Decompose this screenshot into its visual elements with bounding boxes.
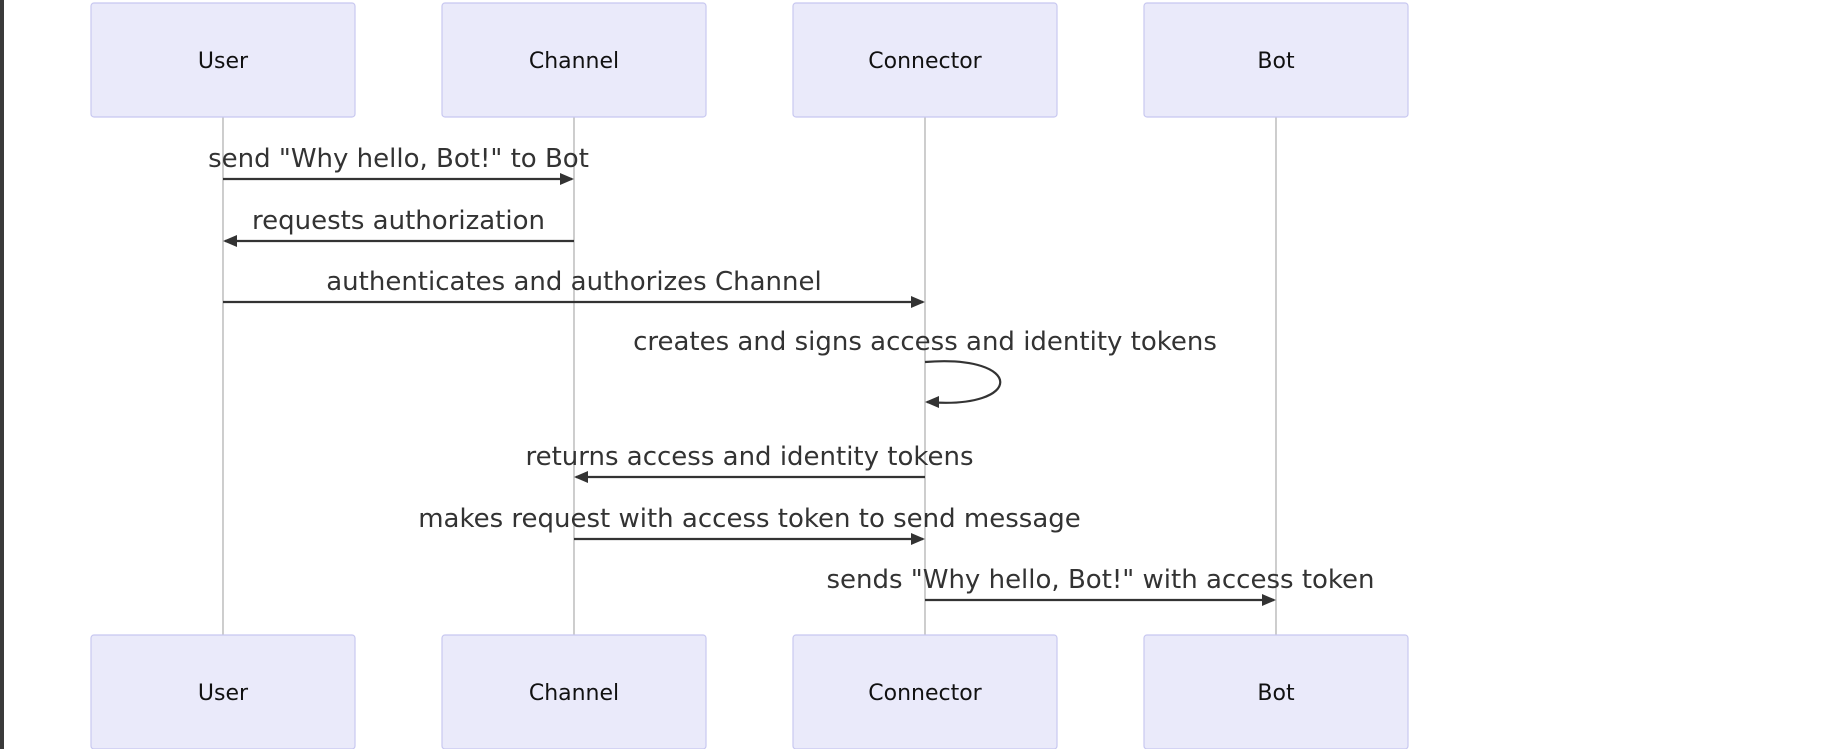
actor-label: Connector <box>868 49 982 74</box>
arrowhead <box>911 533 925 545</box>
actor-label: Channel <box>529 681 619 706</box>
message-2: requests authorization <box>223 206 574 247</box>
arrowhead <box>223 235 237 247</box>
actor-box <box>1143 634 1409 749</box>
actor-box <box>90 634 356 749</box>
actor-box <box>1143 2 1409 118</box>
actor-label: Bot <box>1257 681 1295 706</box>
window-left-border <box>0 0 4 749</box>
message-label: sends "Why hello, Bot!" with access toke… <box>826 565 1374 595</box>
message-label: requests authorization <box>252 206 545 236</box>
actor-box <box>441 634 707 749</box>
actors: UserUserChannelChannelConnectorConnector… <box>90 2 1409 749</box>
message-label: creates and signs access and identity to… <box>633 327 1217 357</box>
message-label: makes request with access token to send … <box>418 504 1081 534</box>
actor-label: User <box>198 681 249 706</box>
actor-channel-bottom: Channel <box>441 634 707 749</box>
lifelines <box>222 117 1277 635</box>
actor-box <box>792 634 1058 749</box>
message-line <box>924 360 1002 404</box>
arrowhead <box>560 173 574 185</box>
message-label: send "Why hello, Bot!" to Bot <box>208 144 589 174</box>
message-6: makes request with access token to send … <box>418 504 1081 545</box>
actor-label: Channel <box>529 49 619 74</box>
actor-user-bottom: User <box>90 634 356 749</box>
arrowhead <box>574 471 588 483</box>
actor-label: User <box>198 49 249 74</box>
actor-channel-top: Channel <box>441 2 707 118</box>
arrowhead <box>1262 594 1276 606</box>
actor-box <box>792 2 1058 118</box>
actor-connector-top: Connector <box>792 2 1058 118</box>
actor-bot-top: Bot <box>1143 2 1409 118</box>
message-label: returns access and identity tokens <box>525 442 973 472</box>
message-7: sends "Why hello, Bot!" with access toke… <box>826 565 1375 606</box>
message-1: send "Why hello, Bot!" to Bot <box>208 144 589 185</box>
message-4: creates and signs access and identity to… <box>633 327 1217 408</box>
actor-bot-bottom: Bot <box>1143 634 1409 749</box>
arrowhead <box>911 296 925 308</box>
actor-label: Connector <box>868 681 982 706</box>
actor-box <box>90 2 356 118</box>
message-3: authenticates and authorizes Channel <box>223 267 925 308</box>
actor-connector-bottom: Connector <box>792 634 1058 749</box>
actor-box <box>441 2 707 118</box>
messages: send "Why hello, Bot!" to Bot requests au… <box>208 144 1375 606</box>
message-label: authenticates and authorizes Channel <box>326 267 822 297</box>
actor-label: Bot <box>1257 49 1295 74</box>
message-5: returns access and identity tokens <box>525 442 974 483</box>
actor-user-top: User <box>90 2 356 118</box>
arrowhead <box>925 396 939 408</box>
